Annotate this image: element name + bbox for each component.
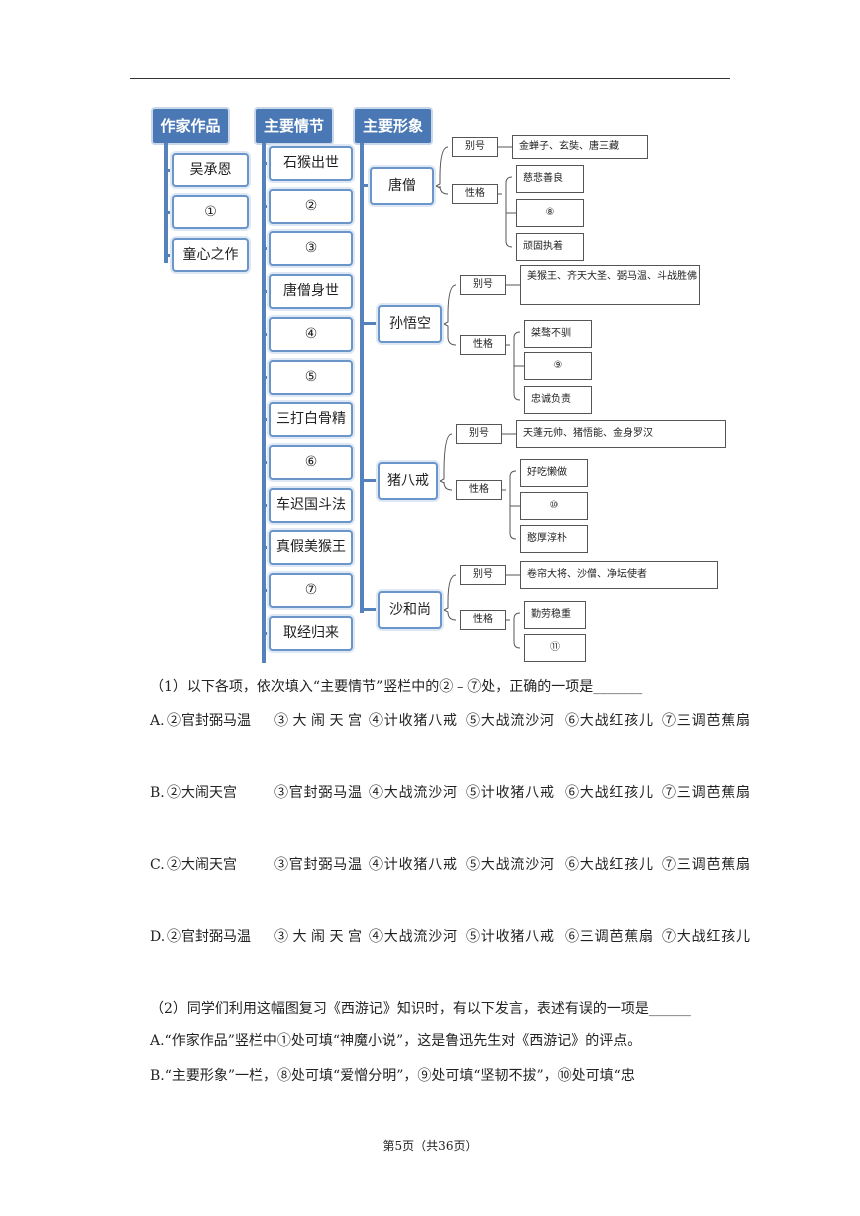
alias-box: 金蝉子、玄奘、唐三藏 — [512, 135, 648, 159]
option-item: ⑤计收猪八戒 — [466, 929, 554, 945]
option-item: ④计收猪八戒 — [369, 713, 457, 729]
bracket — [505, 176, 513, 248]
trait-label: 性格 — [460, 335, 506, 355]
branch-line — [364, 479, 382, 482]
option-item: ②官封弼马温 — [167, 713, 251, 729]
works-connector — [164, 143, 168, 263]
plot-box: ② — [269, 188, 353, 224]
alias-label: 别号 — [460, 275, 506, 295]
option-label: A. — [150, 713, 165, 729]
option-item: ③官封弼马温 — [274, 785, 362, 801]
trait-label: 性格 — [460, 610, 506, 630]
work-box: 吴承恩 — [172, 153, 249, 187]
option-item: ⑦三调芭蕉扇 — [662, 713, 750, 729]
option-item: ⑦三调芭蕉扇 — [662, 857, 750, 873]
option-item: ⑥大战红孩儿 — [565, 857, 653, 873]
trait-label: 性格 — [452, 184, 498, 204]
trait-box: 勤劳稳重 — [524, 601, 586, 629]
alias-label: 别号 — [460, 565, 506, 585]
q2-stem: （2）同学们利用这幅图复习《西游记》知识时，有以下发言，表述有误的一项是____… — [150, 1001, 691, 1017]
trait-box: 憨厚淳朴 — [520, 525, 588, 553]
alias-label: 别号 — [452, 137, 498, 157]
plot-box: ③ — [269, 231, 353, 267]
option-item: ⑥大战红孩儿 — [565, 713, 653, 729]
option-item: ④大战流沙河 — [369, 929, 457, 945]
bracket-lines — [434, 146, 524, 649]
option-item: ④计收猪八戒 — [369, 857, 457, 873]
option-item: ②大闹天宫 — [167, 857, 237, 873]
column-header: 主要形象 — [355, 109, 431, 143]
trait-label: 性格 — [456, 480, 502, 500]
option-item: ③大闹天宫 — [274, 929, 362, 945]
bracket — [442, 284, 457, 346]
trait-box: ⑧ — [516, 199, 584, 227]
option-item: ⑥三调芭蕉扇 — [565, 929, 653, 945]
q1-stem: （1）以下各项，依次填入“主要情节”竖栏中的②﹣⑦处，正确的一项是_______ — [150, 679, 643, 695]
plot-box: 石猴出世 — [269, 146, 353, 181]
plot-box: 车迟国斗法 — [269, 487, 353, 523]
character-box: 沙和尚 — [378, 591, 442, 629]
option-item: ③大闹天宫 — [274, 713, 362, 729]
trait-box: 慈悲善良 — [516, 165, 584, 193]
trait-box: 顽固执着 — [516, 233, 584, 261]
work-box: 童心之作 — [172, 238, 249, 272]
alias-box: 天蓬元帅、猪悟能、金身罗汉 — [516, 420, 726, 448]
trait-box: ⑨ — [524, 352, 592, 380]
trait-box: 桀骜不驯 — [524, 320, 592, 348]
option-label: C. — [150, 857, 165, 873]
alias-label: 别号 — [456, 424, 502, 444]
option-item: ④大战流沙河 — [369, 785, 457, 801]
q2-option-a: A.“作家作品”竖栏中①处可填“神魔小说”，这是鲁迅先生对《西游记》的评点。 — [150, 1033, 642, 1049]
option-label: D. — [150, 929, 166, 945]
option-item: ⑥大战红孩儿 — [565, 785, 653, 801]
page-footer: 第5页（共36页） — [382, 1139, 478, 1153]
character-box: 唐僧 — [370, 167, 434, 205]
bracket — [442, 574, 457, 621]
plot-box: 取经归来 — [269, 615, 353, 651]
q2-option-b: B.“主要形象”一栏，⑧处可填“爱憎分明”，⑨处可填“坚韧不拔”，⑩处可填“忠 — [150, 1068, 635, 1084]
work-box: ① — [172, 195, 249, 229]
plots-connector — [262, 143, 266, 663]
trait-box: 忠诚负责 — [524, 386, 592, 414]
xiyouji-mind-map: 作家作品主要情节主要形象吴承恩 ① 童心之作 石猴出世 ② ③ 唐僧身世 ④ ⑤ 三打白骨精 ⑥ 车迟… — [150, 105, 726, 665]
alias-box: 卷帘大将、沙僧、净坛使者 — [520, 561, 718, 589]
branch-line — [364, 608, 382, 611]
column-header: 作家作品 — [153, 109, 228, 143]
plot-box: ⑥ — [269, 444, 353, 480]
bracket — [509, 470, 517, 540]
bracket — [438, 433, 453, 491]
option-item: ⑦三调芭蕉扇 — [662, 785, 750, 801]
branch-line — [364, 184, 374, 187]
alias-box: 美猴王、齐天大圣、弼马温、斗战胜佛 — [520, 265, 700, 305]
option-item: ②官封弼马温 — [167, 929, 251, 945]
plot-box: 真假美猴王 — [269, 530, 353, 566]
branch-line — [364, 322, 382, 325]
trait-box: ⑪ — [524, 634, 586, 662]
character-box: 猪八戒 — [378, 462, 438, 500]
option-item: ⑤计收猪八戒 — [466, 785, 554, 801]
option-item: ③官封弼马温 — [274, 857, 362, 873]
trait-box: 好吃懒做 — [520, 459, 588, 487]
plot-box: ⑤ — [269, 359, 353, 395]
bracket — [513, 612, 521, 649]
plot-box: ④ — [269, 316, 353, 352]
plot-box: ⑦ — [269, 573, 353, 608]
header-rule — [130, 78, 730, 79]
bracket — [434, 146, 449, 195]
character-box: 孙悟空 — [378, 305, 442, 343]
option-label: B. — [150, 785, 165, 801]
plot-box: 唐僧身世 — [269, 274, 353, 310]
trait-box: ⑩ — [520, 492, 588, 520]
option-item: ⑤大战流沙河 — [466, 713, 554, 729]
column-header: 主要情节 — [256, 109, 332, 143]
option-item: ⑦大战红孩儿 — [662, 929, 750, 945]
plot-box: 三打白骨精 — [269, 402, 353, 438]
option-item: ②大闹天宫 — [167, 785, 237, 801]
characters-connector — [360, 143, 364, 613]
option-item: ⑤大战流沙河 — [466, 857, 554, 873]
